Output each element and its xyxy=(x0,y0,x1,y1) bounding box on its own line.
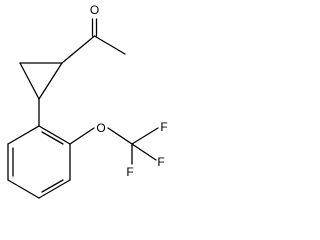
bond-carbonyl-to-methyl xyxy=(93,35,126,55)
bond-carbonyl-to-ring xyxy=(61,35,96,64)
benzene-bond-4 xyxy=(38,179,71,199)
bond-cyclopropane-left xyxy=(19,62,40,100)
molecule-structure: O O F F F xyxy=(7,3,168,199)
acetyl-group xyxy=(61,18,126,64)
bond-cyclopropane-right xyxy=(38,62,63,100)
carbonyl-oxygen-label: O xyxy=(90,3,99,17)
bond-ether-oxygen-to-cf3 xyxy=(107,127,133,145)
cyclopropane-ring xyxy=(19,62,63,100)
fluorine-label-2: F xyxy=(126,165,133,179)
benzene-bond-3 xyxy=(7,179,40,199)
bond-cf3-to-f-bottom xyxy=(131,143,157,161)
ether-oxygen-label: O xyxy=(96,121,105,135)
benzene-bond-1 xyxy=(7,125,40,145)
benzene-ring xyxy=(7,125,71,199)
benzene-inner-bond-top xyxy=(41,131,64,145)
bond-cf3-to-f-right xyxy=(131,127,159,145)
benzene-bond-6 xyxy=(38,125,71,145)
fluorine-label-3: F xyxy=(157,155,164,169)
fluorine-label-1: F xyxy=(160,120,167,134)
benzene-inner-bond-bottom xyxy=(41,179,64,193)
bond-benzene-to-ether-oxygen xyxy=(69,127,95,145)
trifluoromethoxy-group xyxy=(69,127,159,165)
